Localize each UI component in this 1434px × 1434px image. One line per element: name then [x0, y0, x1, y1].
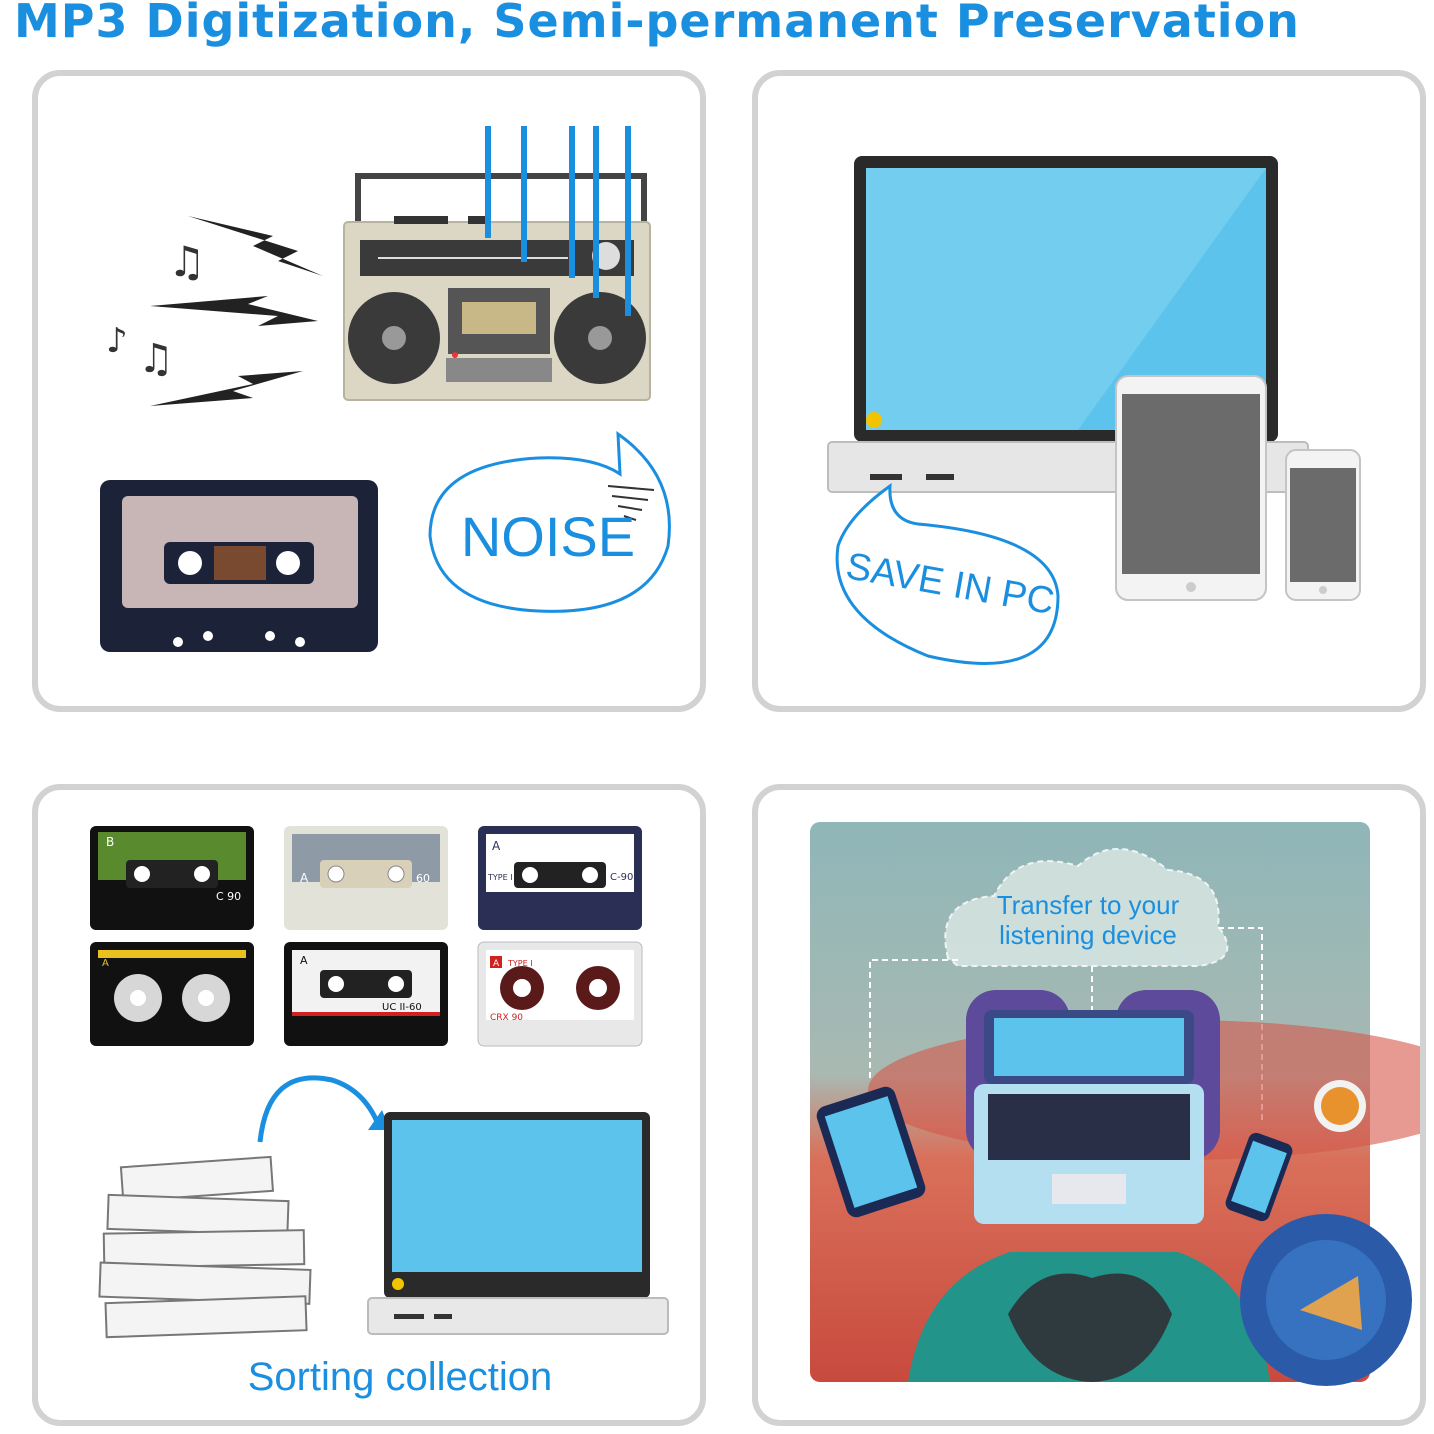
cassette-label: UC II-60	[382, 1002, 422, 1013]
transfer-illustration: Transfer to your listening device	[810, 822, 1420, 1386]
save-panel: SAVE IN PC	[752, 70, 1426, 712]
transfer-panel: Transfer to your listening device	[752, 784, 1426, 1426]
phone-icon	[1225, 1132, 1293, 1222]
cassette-clear: A TYPE I CRX 90	[477, 941, 643, 1047]
transfer-line-2: listening device	[999, 920, 1177, 950]
cassette-icon	[100, 480, 378, 652]
cassette-black-yellow: A	[90, 942, 254, 1046]
sorting-illustration: B C 90 A 60 A TYPE I C-90 A	[90, 826, 669, 1399]
svg-text:♫: ♫	[168, 237, 206, 286]
cassette-silver: A 60	[284, 826, 448, 930]
person-hair	[1008, 1273, 1172, 1382]
svg-text:♫: ♫	[138, 336, 174, 382]
cassette-label: 60	[416, 872, 430, 885]
save-bubble	[835, 482, 1060, 665]
cassette-label: C 90	[216, 890, 241, 903]
sound-wave-icon	[150, 216, 323, 406]
tablet-icon	[816, 1086, 926, 1218]
cloud-icon	[944, 847, 1229, 967]
noise-bubble	[428, 431, 671, 613]
cassette-label: C-90	[610, 872, 633, 883]
cassette-type: TYPE I	[507, 959, 533, 968]
arrow-icon	[257, 1075, 381, 1143]
tablet-icon	[1115, 375, 1267, 601]
cassette-navy: A TYPE I C-90	[478, 826, 642, 930]
boombox-illustration: ♫ ♪ ♫	[100, 126, 671, 652]
cassette-stack-sketch	[98, 1155, 312, 1339]
page-title: MP3 Digitization, Semi-permanent Preserv…	[14, 0, 1300, 48]
cassette-tag: A	[300, 871, 309, 885]
tape-pulls	[485, 126, 631, 316]
sorting-panel: B C 90 A 60 A TYPE I C-90 A	[32, 784, 706, 1426]
cassette-tag: A	[493, 959, 500, 969]
svg-text:♪: ♪	[106, 321, 128, 361]
cassette-green: B C 90	[90, 826, 254, 930]
noise-panel: ♫ ♪ ♫	[32, 70, 706, 712]
cassette-black-red: A UC II-60	[284, 942, 448, 1046]
laptop-icon	[367, 1112, 669, 1335]
music-notes-icon: ♫ ♪ ♫	[106, 237, 206, 382]
cassette-tag: A	[492, 839, 501, 853]
boombox-icon	[343, 173, 651, 401]
transfer-line-1: Transfer to your	[997, 890, 1180, 920]
tornado-icon	[607, 485, 655, 521]
cassette-tag: A	[102, 958, 109, 969]
laptop-icon	[974, 1010, 1204, 1224]
devices-illustration: SAVE IN PC	[827, 156, 1361, 665]
cassette-tag: B	[106, 835, 114, 849]
sorting-label: Sorting collection	[248, 1355, 553, 1399]
noise-label: NOISE	[461, 505, 635, 568]
cassette-tag: A	[300, 954, 308, 967]
pizza-icon	[1300, 1276, 1362, 1330]
cassette-type: TYPE I	[487, 873, 513, 882]
phone-icon	[1285, 449, 1361, 601]
cassette-label: CRX 90	[490, 1013, 523, 1023]
